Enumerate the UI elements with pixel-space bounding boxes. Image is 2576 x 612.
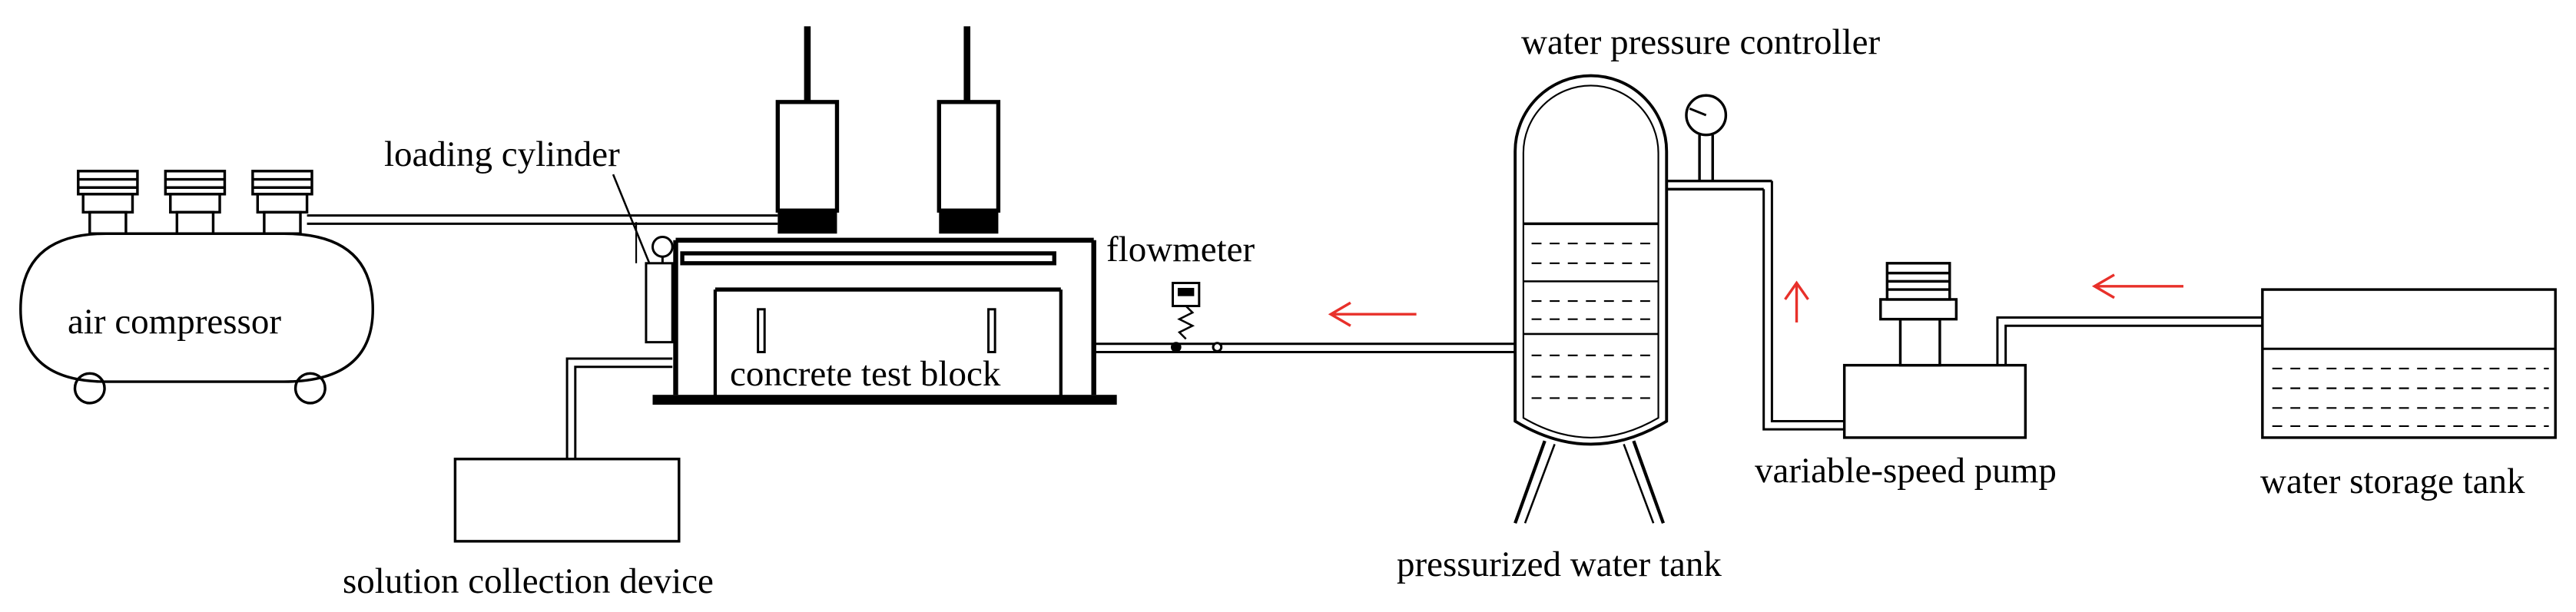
compressor-cylinder-1 xyxy=(77,170,139,235)
compressor-wheel-left xyxy=(73,372,106,405)
flow-arrow-inlet xyxy=(2091,273,2184,299)
pump-outlet-pipe xyxy=(1762,180,1845,431)
tank-leg-right xyxy=(1632,440,1665,524)
water-storage-tank xyxy=(2261,288,2557,439)
compressor-wheel-right xyxy=(293,372,327,405)
solution-collection-device xyxy=(453,458,681,543)
loading-cylinder-left xyxy=(775,26,840,234)
label-loading-cylinder: loading cylinder xyxy=(384,134,620,174)
loading-cylinder-regulator xyxy=(612,174,674,344)
frame-base-plate xyxy=(652,395,1117,405)
label-variable-speed-pump: variable-speed pump xyxy=(1755,451,2057,491)
pump-inlet-pipe xyxy=(1996,316,2263,366)
air-compressor xyxy=(19,170,374,405)
tank-leg-left xyxy=(1513,440,1547,524)
air-supply-line xyxy=(307,214,778,225)
label-air-compressor: air compressor xyxy=(68,302,281,342)
label-water-pressure-controller: water pressure controller xyxy=(1521,22,1881,62)
water-pressure-controller xyxy=(1666,94,1772,191)
flow-arrow-main xyxy=(1328,301,1417,327)
label-pressurized-water-tank: pressurized water tank xyxy=(1397,544,1722,584)
compressor-cylinder-2 xyxy=(164,170,227,235)
flowmeter xyxy=(1170,282,1223,352)
main-water-pipe xyxy=(1093,342,1516,353)
loading-cylinder-leader-line xyxy=(612,174,651,264)
label-water-storage-tank: water storage tank xyxy=(2260,461,2525,501)
label-flowmeter: flowmeter xyxy=(1106,230,1255,270)
flow-arrow-up xyxy=(1784,280,1809,323)
pressurized-water-tank xyxy=(1513,74,1669,524)
loading-cylinder-right xyxy=(937,26,1001,234)
solution-drain-line xyxy=(565,357,673,461)
variable-speed-pump xyxy=(1842,262,2027,439)
test-frame xyxy=(652,237,1117,405)
label-concrete-test-block: concrete test block xyxy=(730,354,1001,394)
compressor-cylinder-3 xyxy=(251,170,313,235)
label-solution-collection-device: solution collection device xyxy=(343,561,714,601)
